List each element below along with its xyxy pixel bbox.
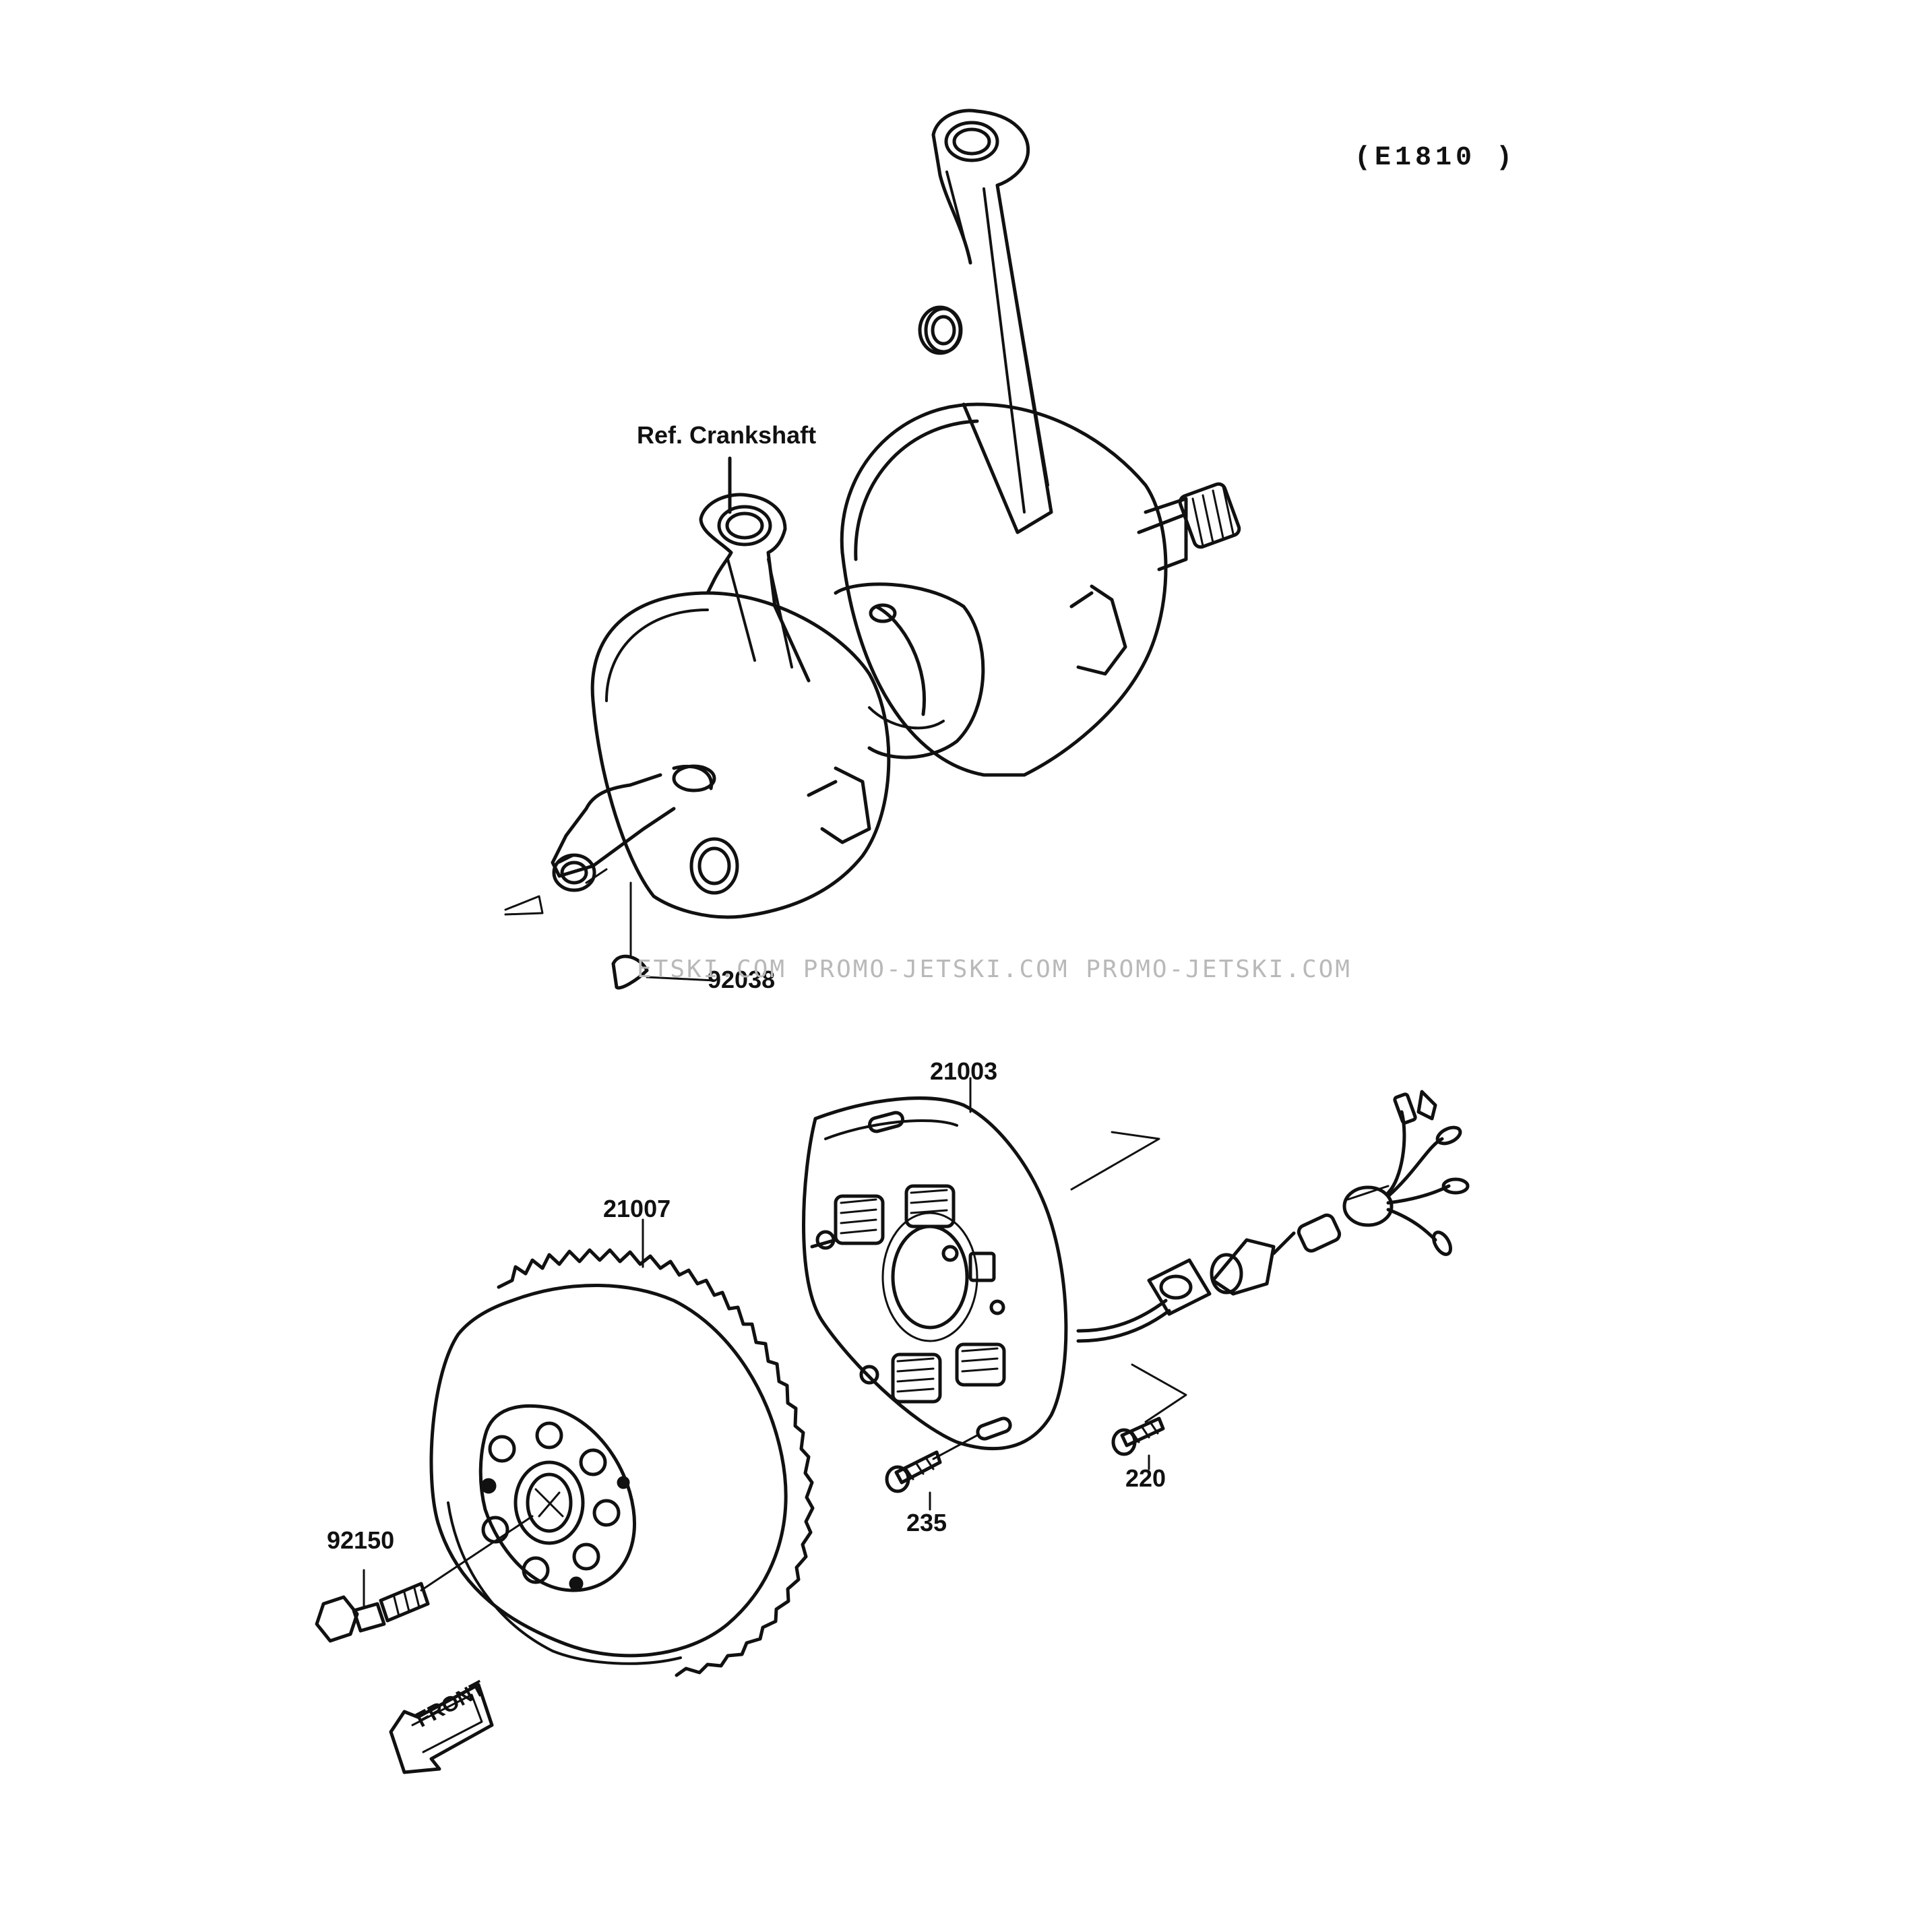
- axis-line-clamp: [1131, 1363, 1187, 1423]
- crankshaft-assembly: [551, 108, 1241, 919]
- ref-crankshaft-label: Ref. Crankshaft: [637, 421, 817, 449]
- part-number-woodruff-key: 92038: [708, 966, 776, 993]
- axis-line-crank: [504, 895, 544, 916]
- flywheel-assembly: [429, 1248, 815, 1677]
- diagram-code: (E1810 ): [1354, 143, 1517, 173]
- screw-235-drawing: [885, 1434, 978, 1511]
- part-number-flywheel: 21007: [603, 1195, 671, 1222]
- bolt-92150-drawing: [315, 1515, 534, 1643]
- part-number-stator: 21003: [930, 1057, 998, 1085]
- part-number-screw-220: 220: [1125, 1464, 1166, 1492]
- watermark: ETSKI.COM PROMO-JETSKI.COM PROMO-JETSKI.…: [637, 956, 1352, 983]
- axis-line-stator: [1070, 1131, 1160, 1191]
- part-number-bolt: 92150: [327, 1526, 395, 1554]
- screw-220-drawing: [1111, 1416, 1165, 1470]
- woodruff-key-drawing: [611, 881, 716, 990]
- front-arrow: [389, 1683, 494, 1774]
- stator-assembly: [802, 1090, 1470, 1451]
- part-number-screw-235: 235: [906, 1509, 947, 1536]
